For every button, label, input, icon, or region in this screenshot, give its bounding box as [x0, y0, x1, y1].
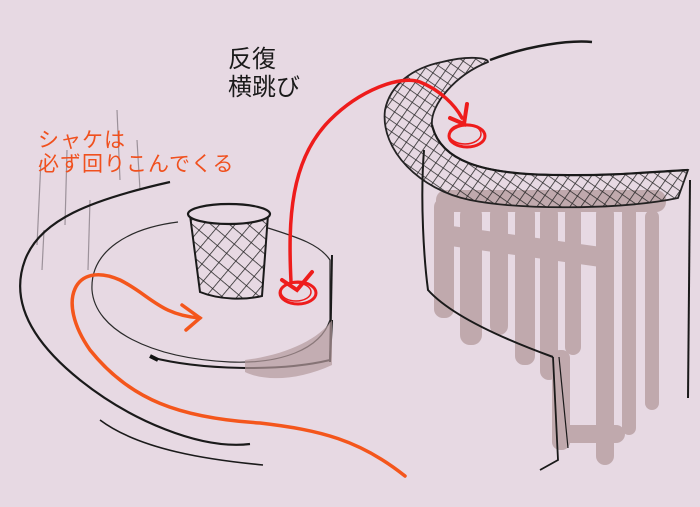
- speed-lines: [36, 109, 141, 271]
- annotation-salmon-circles-around: シャケは 必ず回りこんでくる: [38, 128, 235, 177]
- mesh-basket: [186, 202, 272, 300]
- orange-approach-arrows: [70, 273, 407, 478]
- large-platform: [383, 40, 691, 471]
- annotation-repeat-side-step: 反復 横跳び: [228, 45, 300, 101]
- red-jump-arrow: [278, 78, 487, 306]
- small-platform: [19, 180, 333, 466]
